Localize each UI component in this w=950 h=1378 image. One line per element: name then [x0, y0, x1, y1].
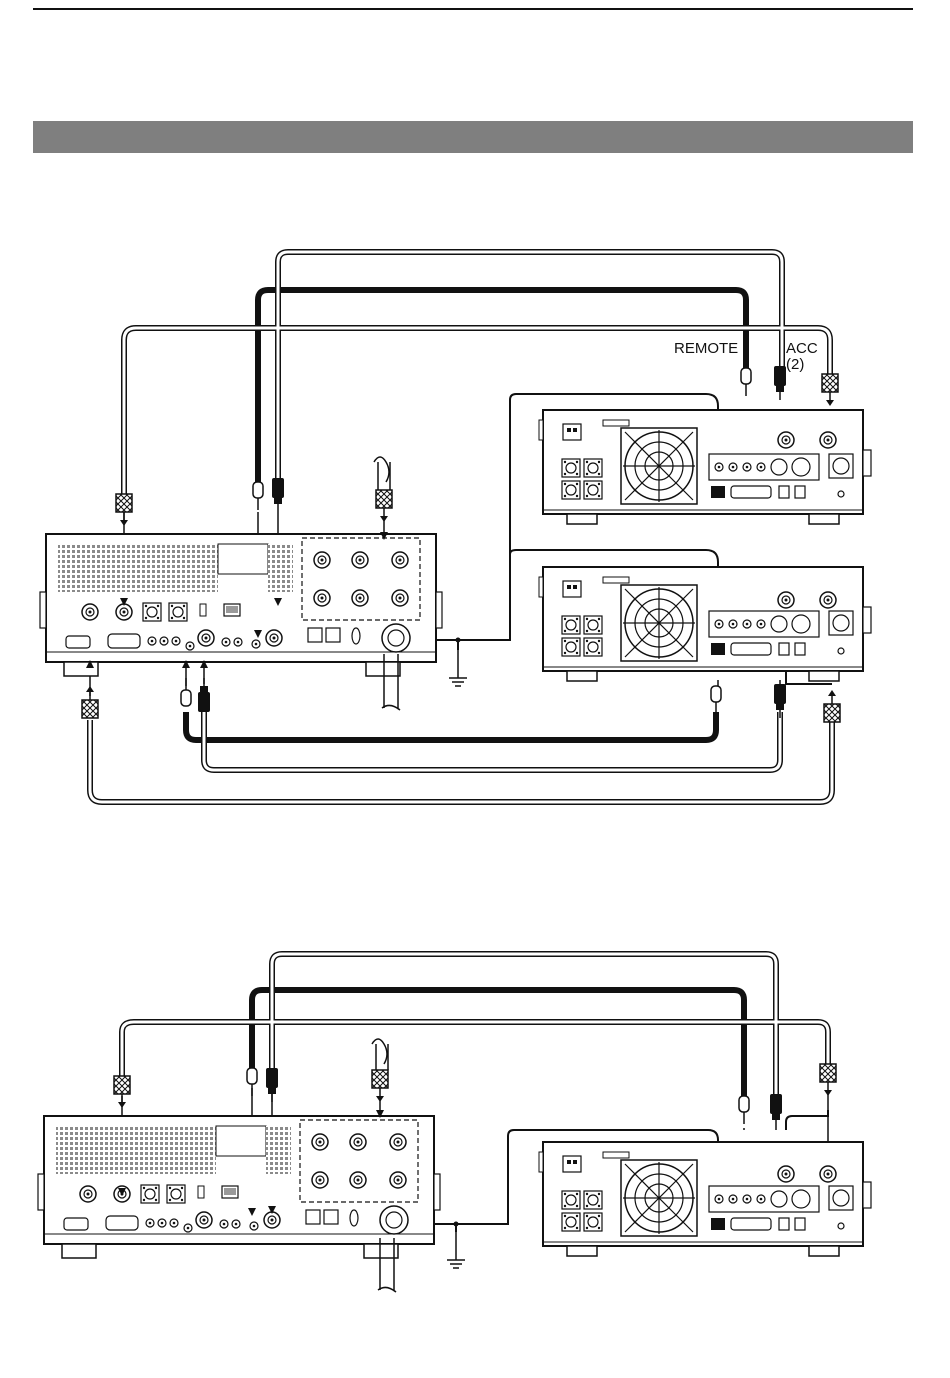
- transceiver-1-rear-panel: [539, 410, 871, 524]
- bottom-diagram: [38, 954, 871, 1292]
- amplifier-rear-panel-2: [38, 1116, 440, 1258]
- acc-number-label: (2): [786, 356, 804, 373]
- transceiver-2-rear-panel: [539, 567, 871, 681]
- amplifier-rear-panel: [40, 534, 442, 676]
- transceiver-rear-panel-3: [539, 1142, 871, 1256]
- acc-label: ACC: [786, 340, 818, 357]
- top-diagram: REMOTE ACC (2): [40, 252, 871, 802]
- remote-label: REMOTE: [674, 340, 738, 357]
